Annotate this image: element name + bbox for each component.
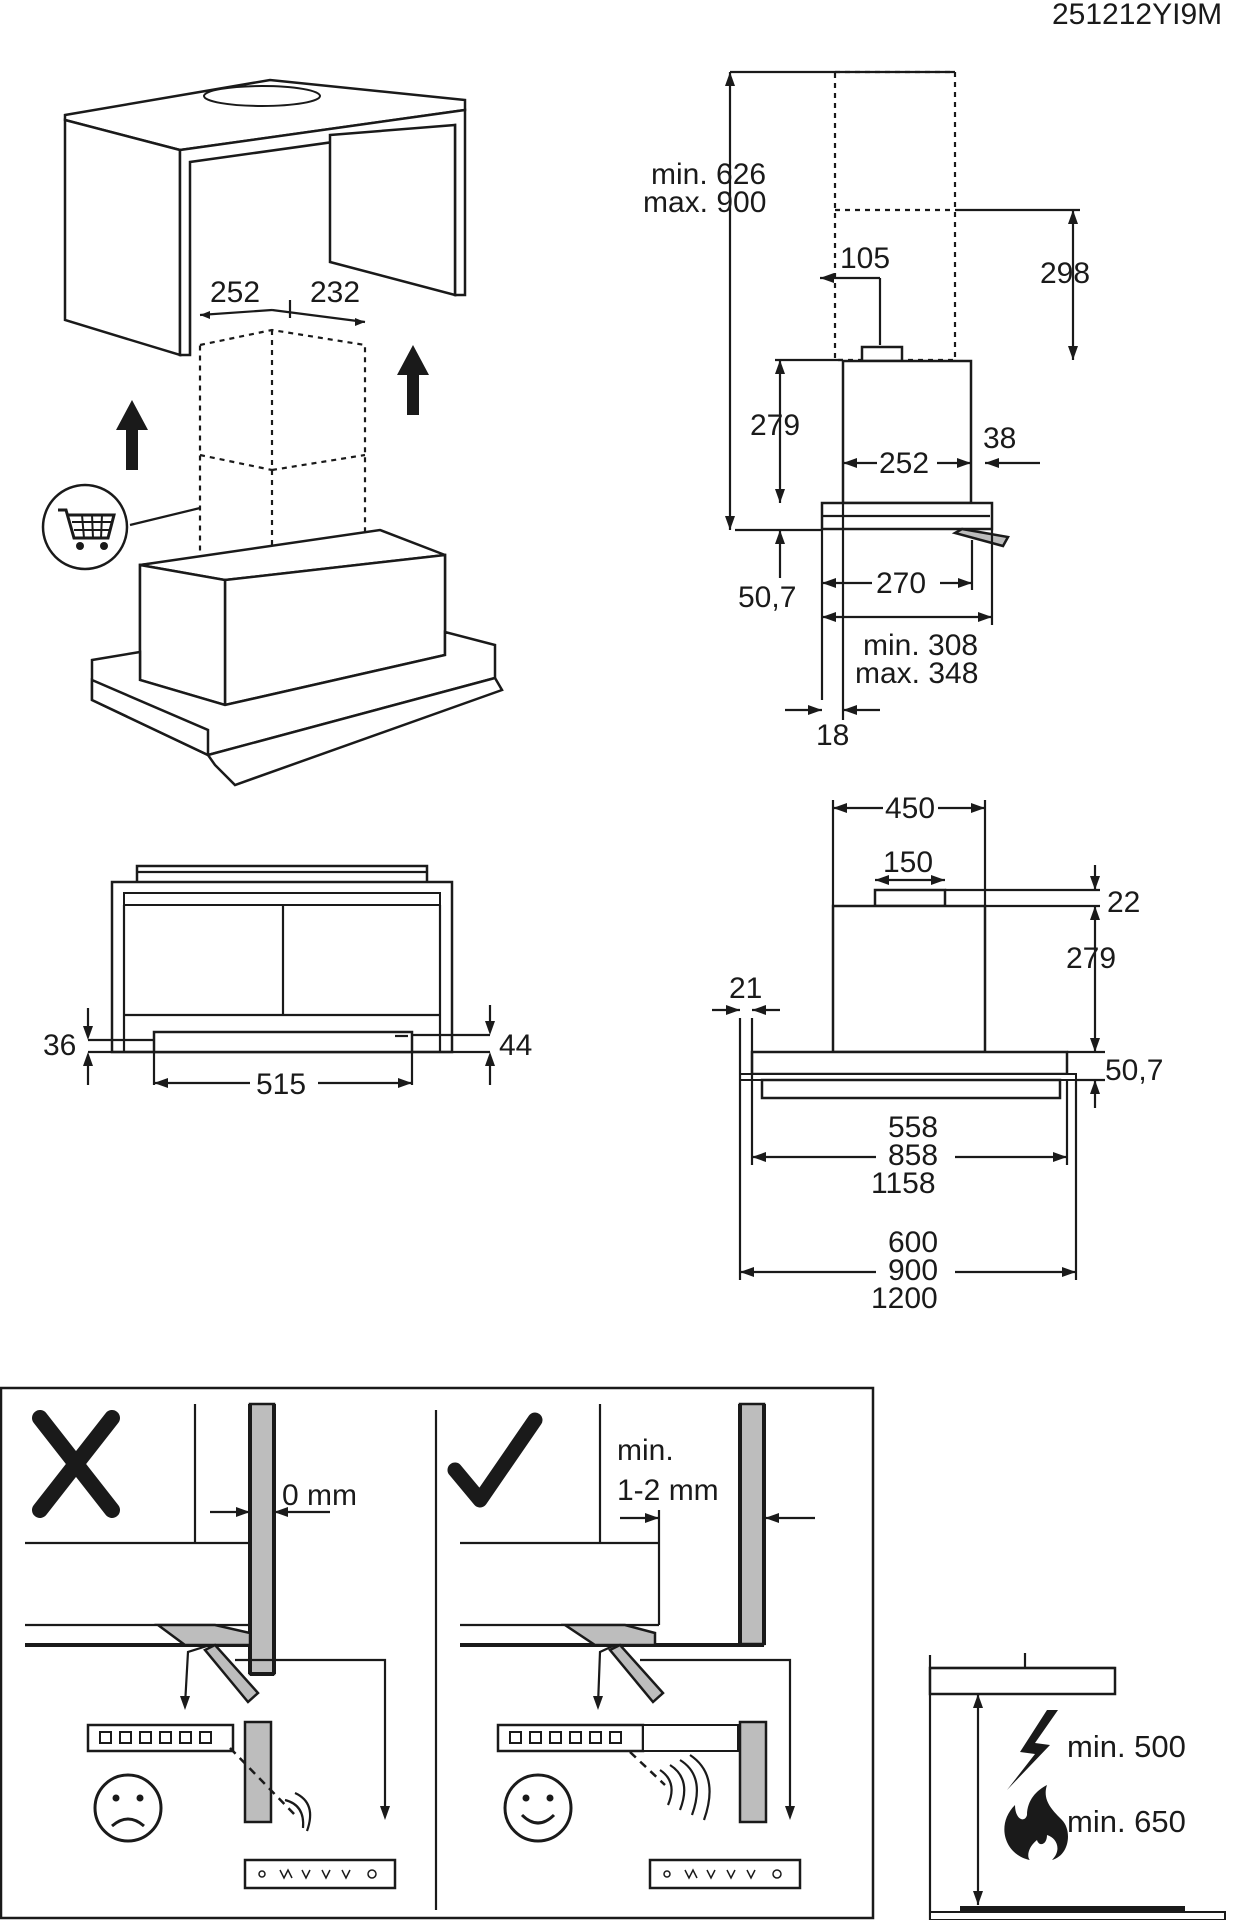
signal-icon [659, 1754, 711, 1821]
front-left-offset: 21 [729, 972, 762, 1005]
front-outer-width-900: 900 [888, 1254, 938, 1287]
front-outer-width-1200: 1200 [871, 1282, 938, 1315]
side-panel-width: 270 [876, 567, 926, 600]
gas-min-distance: min. 650 [1067, 1804, 1186, 1839]
side-height-max: max. 900 [643, 186, 766, 219]
electric-min-distance: min. 500 [1067, 1729, 1186, 1764]
shopping-cart-icon [41, 483, 129, 571]
front-duct-width: 150 [883, 846, 933, 879]
side-body-height: 279 [750, 409, 800, 442]
happy-face-icon [503, 1773, 573, 1843]
front-view-diagram: 450 150 22 279 50,7 21 [712, 792, 1163, 1315]
front-small-left-gap: 36 [43, 1029, 76, 1062]
side-body-width: 252 [879, 447, 929, 480]
front-small-right-gap: 44 [499, 1029, 532, 1062]
side-panel-thickness: 50,7 [738, 581, 796, 614]
side-duct-offset: 105 [840, 242, 890, 275]
right-gap-line1: min. [617, 1434, 674, 1467]
wrong-gap-label: 0 mm [282, 1479, 357, 1512]
front-outer-width-600: 600 [888, 1226, 938, 1259]
front-small-diagram: 36 44 515 [43, 864, 532, 1101]
gas-flame-icon [1004, 1785, 1068, 1860]
chimney-width-right: 232 [310, 276, 360, 309]
side-depth-max: max. 348 [855, 657, 978, 690]
front-top-width: 450 [885, 792, 935, 825]
side-top-gap: 298 [1040, 257, 1090, 290]
side-front-offset: 18 [816, 719, 849, 752]
front-body-height: 279 [1066, 942, 1116, 975]
clearance-panel: 0 mm [0, 1386, 875, 1920]
signal-icon [284, 1798, 305, 1829]
cooktop-distance-diagram: min. 500 min. 650 [928, 1653, 1226, 1920]
front-panel-thickness: 50,7 [1105, 1054, 1163, 1087]
hob-controls-icon [243, 1858, 397, 1890]
correct-installation: min. 1-2 mm [447, 1402, 815, 1890]
cross-icon [32, 1410, 120, 1518]
side-offset: 38 [983, 422, 1016, 455]
side-height-min: min. 626 [651, 158, 766, 191]
front-inner-width-900: 858 [888, 1139, 938, 1172]
arrow-up-icon [116, 400, 148, 470]
front-inner-width-600: 558 [888, 1111, 938, 1144]
front-duct-height: 22 [1107, 886, 1140, 919]
hob-controls-icon [648, 1858, 802, 1890]
right-gap-line2: 1-2 mm [617, 1474, 719, 1507]
side-depth-min: min. 308 [863, 629, 978, 662]
wrong-installation: 0 mm [25, 1402, 397, 1890]
cart-glyph [58, 508, 116, 550]
side-view-diagram: min. 626 max. 900 298 105 279 252 38 [643, 70, 1090, 752]
doc-code: 251212YI9M [1052, 0, 1222, 31]
electric-icon [1007, 1710, 1058, 1790]
checkmark-icon [447, 1412, 543, 1508]
front-inner-width-1200: 1158 [871, 1167, 936, 1200]
cabinet-illustration: 252 232 [41, 78, 504, 787]
arrow-up-icon [397, 345, 429, 415]
front-small-width: 515 [256, 1068, 306, 1101]
sad-face-icon [93, 1773, 163, 1843]
chimney-width-left: 252 [210, 276, 260, 309]
